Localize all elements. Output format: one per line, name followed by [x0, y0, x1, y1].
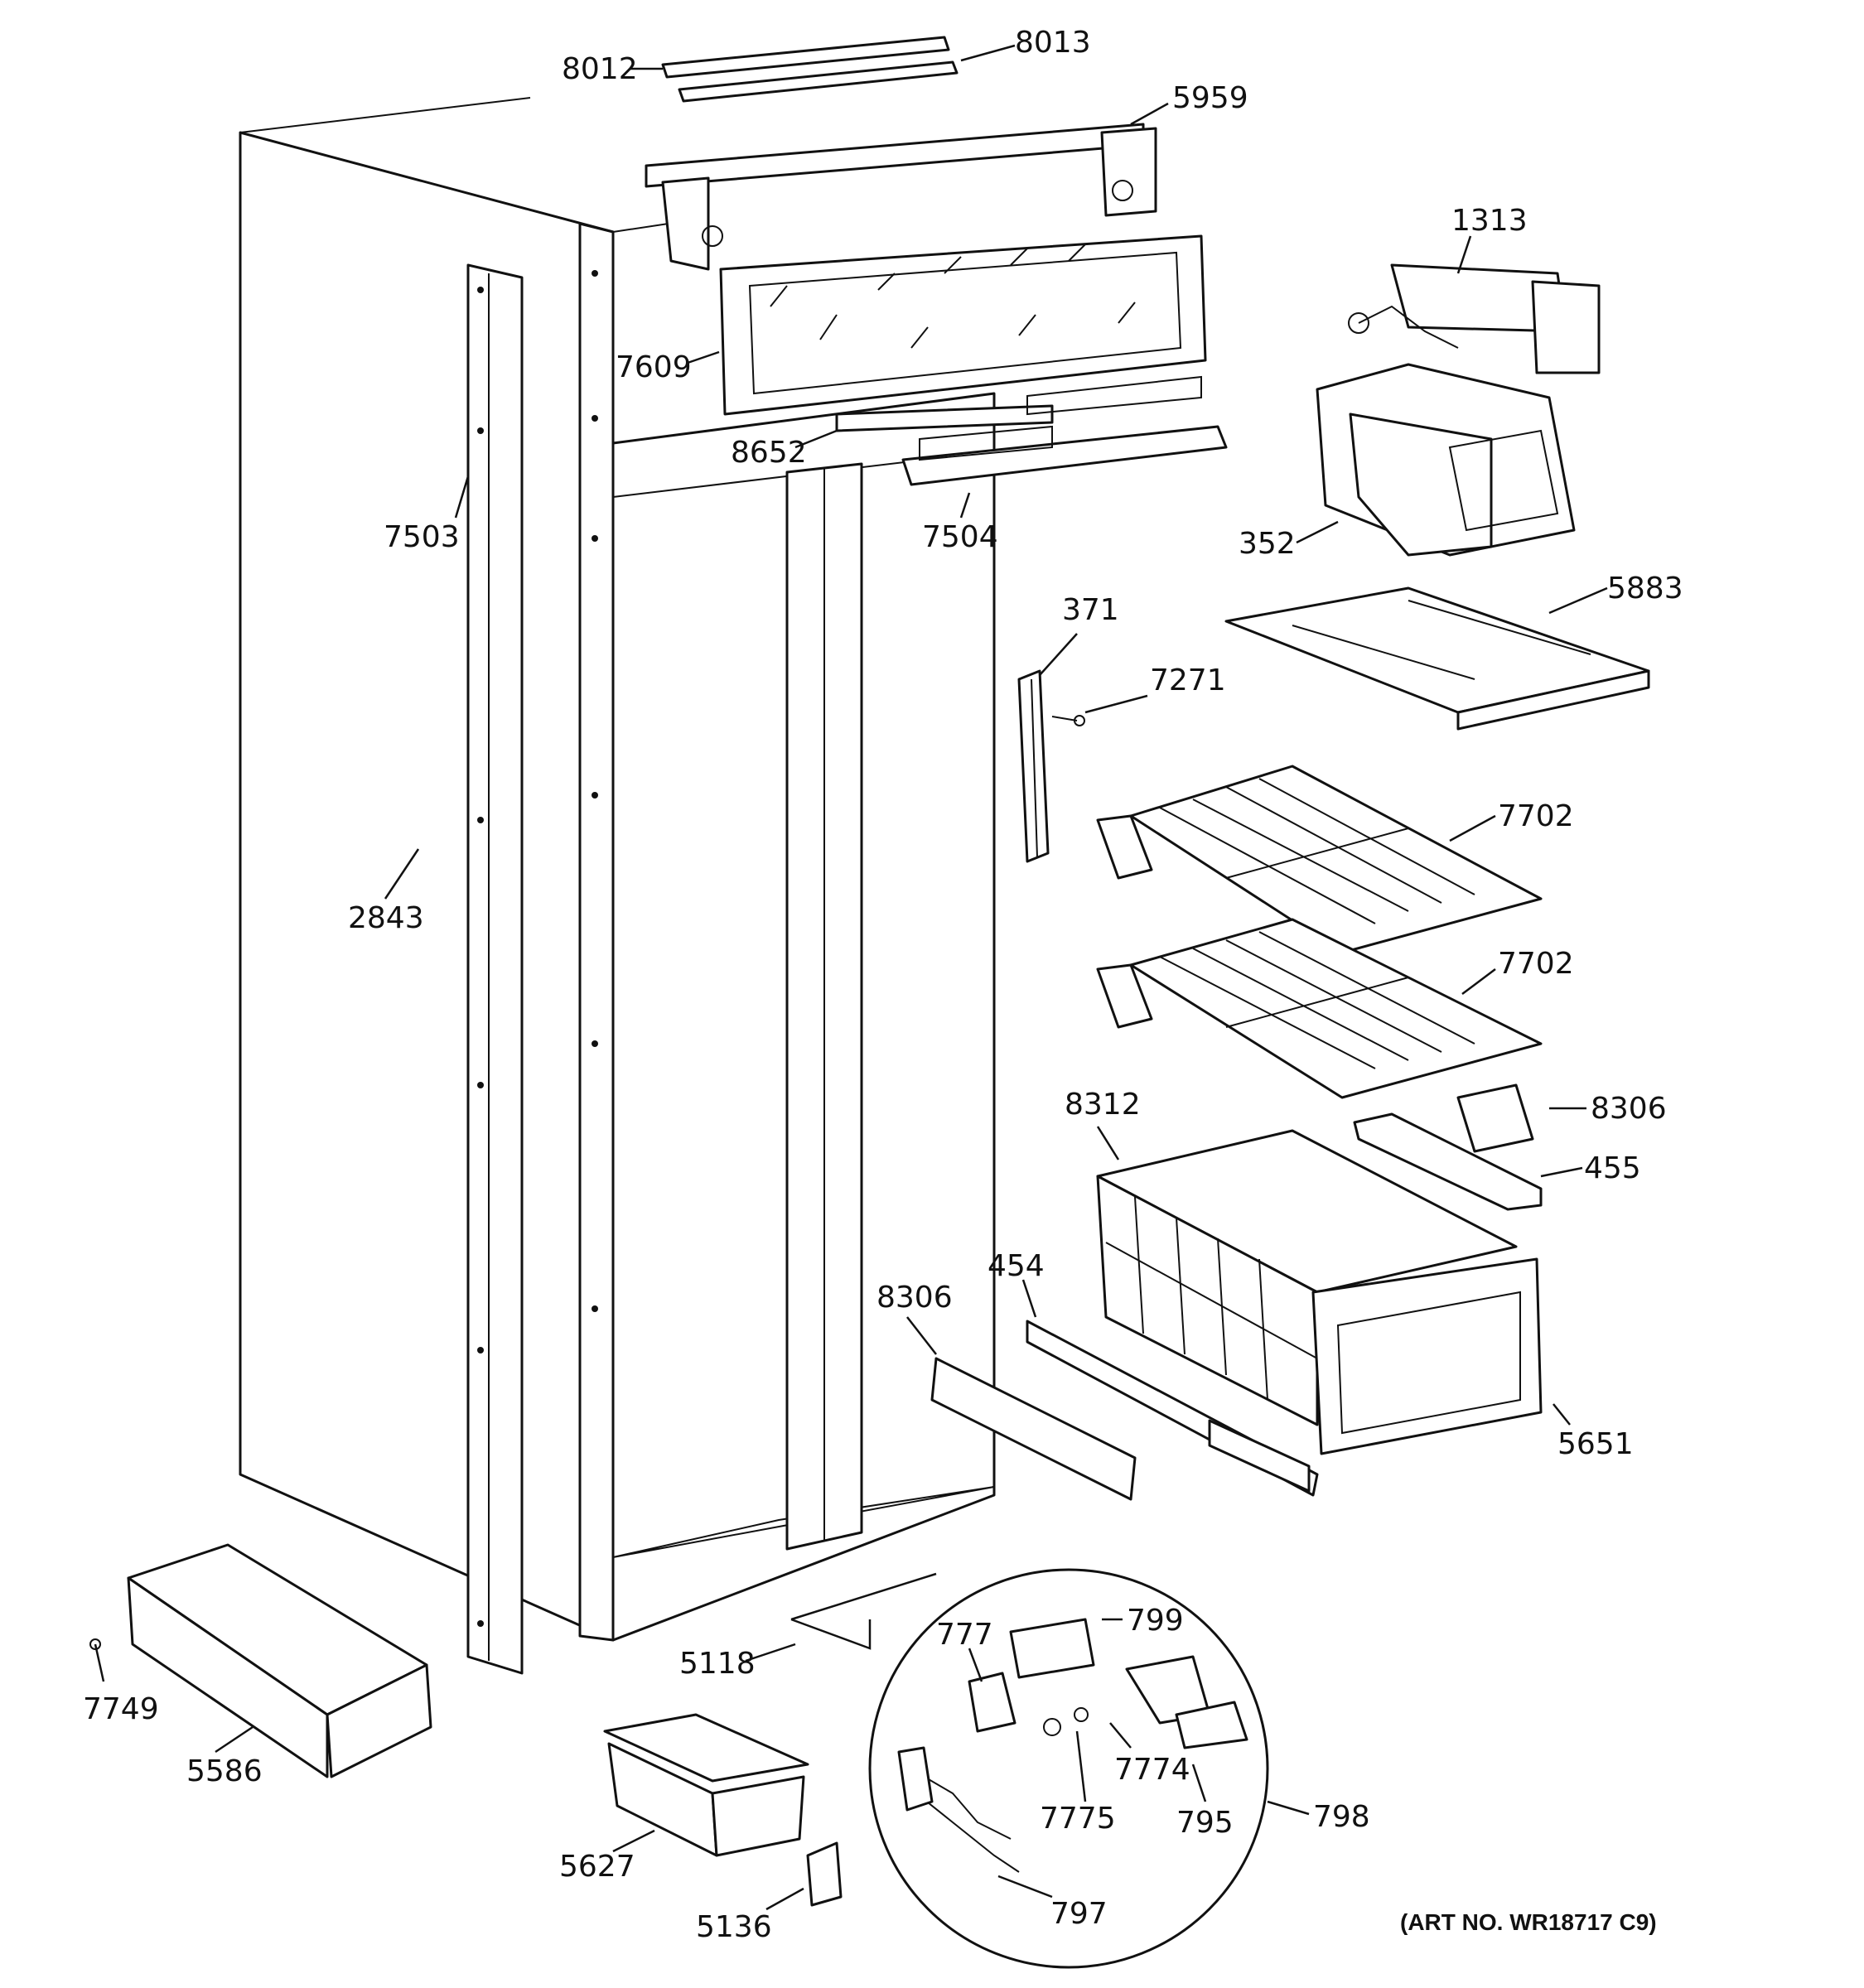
icemaker-1313: [1348, 263, 1601, 374]
label-5118: 5118: [679, 1647, 756, 1681]
rail-8306-lower: [930, 1357, 1137, 1501]
bracket-5136: [806, 1841, 843, 1907]
shelf-5883: [1224, 586, 1650, 731]
label-798: 798: [1313, 1800, 1370, 1834]
screw-7271: [1051, 715, 1085, 726]
label-777: 777: [936, 1618, 993, 1652]
rail-8306-upper: [1456, 1083, 1534, 1153]
label-7503: 7503: [384, 520, 460, 554]
drawer-front-5651: [1311, 1257, 1543, 1455]
side-strip-7503: [466, 263, 524, 1675]
label-7504: 7504: [922, 520, 998, 554]
label-5959: 5959: [1172, 81, 1248, 115]
label-795: 795: [1176, 1806, 1234, 1840]
wire-shelf-7702-b: [1096, 918, 1543, 1099]
label-5586: 5586: [186, 1754, 263, 1788]
label-7702-a: 7702: [1498, 799, 1574, 833]
label-7775: 7775: [1040, 1802, 1116, 1836]
label-352: 352: [1239, 527, 1296, 561]
label-2843: 2843: [348, 901, 424, 935]
label-7749: 7749: [83, 1692, 159, 1726]
label-1313: 1313: [1451, 204, 1528, 238]
part-labels: 8012 8013 5959 1313 7609 8652 7504 7503 …: [83, 26, 1683, 1944]
label-7609: 7609: [616, 350, 692, 384]
pin-7749: [89, 1638, 105, 1682]
rod-5118: [790, 1572, 937, 1650]
label-8013: 8013: [1015, 26, 1091, 60]
top-trims-8012-8013: [661, 36, 959, 103]
grille-8652: [835, 375, 1202, 432]
trim-7504: [901, 425, 1228, 486]
leader-lines: [215, 44, 1608, 1911]
label-8312: 8312: [1065, 1088, 1141, 1122]
label-8306-upper: 8306: [1591, 1092, 1667, 1126]
label-5627: 5627: [559, 1850, 635, 1884]
ice-bucket-352: [1316, 363, 1576, 557]
top-frame-5959: [645, 123, 1157, 271]
tray-5627: [603, 1713, 809, 1857]
label-371: 371: [1062, 593, 1119, 627]
valve-inset-798: [868, 1568, 1269, 1969]
rail-455: [1353, 1112, 1543, 1211]
label-5136: 5136: [696, 1910, 772, 1944]
label-454: 454: [988, 1249, 1045, 1283]
bracket-371: [1017, 669, 1050, 863]
slide-454: [1026, 1320, 1319, 1497]
label-8652: 8652: [731, 436, 807, 470]
label-8306-lower: 8306: [876, 1281, 953, 1315]
label-8012: 8012: [562, 52, 638, 86]
art-number: (ART NO. WR18717 C9): [1400, 1909, 1657, 1935]
glass-panel-7609: [719, 234, 1207, 416]
label-5651: 5651: [1557, 1427, 1634, 1461]
label-7271: 7271: [1150, 663, 1226, 697]
wire-shelf-7702-a: [1096, 765, 1543, 954]
label-455: 455: [1584, 1151, 1641, 1185]
label-7702-b: 7702: [1498, 947, 1574, 981]
basket-8312: [1096, 1129, 1518, 1426]
label-7774: 7774: [1114, 1753, 1190, 1787]
cover-5586: [127, 1543, 432, 1778]
label-5883: 5883: [1607, 572, 1683, 606]
label-799: 799: [1127, 1604, 1184, 1638]
label-797: 797: [1050, 1897, 1108, 1931]
